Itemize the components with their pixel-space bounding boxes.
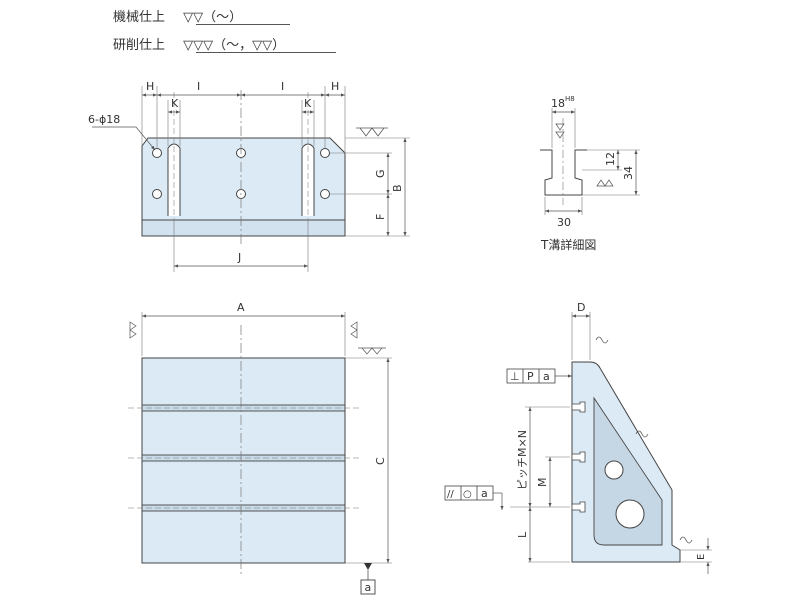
tslot-detail: 18 H8 12 34 30 <box>540 95 640 229</box>
wave-finish-icon <box>679 536 693 544</box>
tslot-width-tol: H8 <box>565 95 575 103</box>
dim-A: A <box>237 301 245 314</box>
dim-K-right: K <box>304 97 312 110</box>
hole-icon <box>320 189 330 199</box>
machine-finish-underline <box>196 24 290 25</box>
front-base <box>141 219 346 237</box>
grind-finish-underline <box>196 52 336 53</box>
par-datum: a <box>481 487 488 500</box>
datum-box <box>360 579 376 595</box>
tslot-caption: T溝詳細図 <box>541 238 597 252</box>
machine-finish-symbol: ▽▽（〜） <box>183 10 243 25</box>
finish-mark-icon <box>356 127 388 137</box>
dim-pitch: ピッチM×N <box>516 430 529 490</box>
finish-mark-icon <box>555 123 614 187</box>
front-view: H I I H K K 6-ϕ18 G F B <box>88 80 410 272</box>
dim-I-right: I <box>281 80 284 93</box>
hole-spec-label: 6-ϕ18 <box>88 113 120 126</box>
side-tslot-notches <box>571 401 586 513</box>
parallelism-frame: // ○ a <box>444 485 504 510</box>
datum-triangle-icon <box>364 563 372 570</box>
dim-E: E <box>696 554 707 560</box>
dim-B: B <box>391 184 404 192</box>
perp-datum: a <box>543 370 550 383</box>
wave-finish-icon <box>635 430 649 438</box>
dim-K-left: K <box>171 97 179 110</box>
tslot-dim-34: 34 <box>622 166 635 180</box>
perp-tolerance: P <box>527 370 534 383</box>
hole-icon <box>152 189 162 199</box>
hole-icon <box>152 148 162 158</box>
dim-H-right: H <box>331 80 339 93</box>
wave-finish-icon <box>595 336 609 344</box>
grind-finish-label: 研削仕上 <box>113 38 166 53</box>
machine-finish-note: 機械仕上 ▽▽（〜） <box>113 6 242 25</box>
perpendicularity-frame: ⊥ P a <box>506 368 572 384</box>
tslot-dim-30: 30 <box>557 216 571 229</box>
dim-J: J <box>237 251 241 264</box>
dim-M: M <box>536 478 549 488</box>
plan-view: A C a <box>128 301 392 595</box>
dim-H-left: H <box>146 80 154 93</box>
tslot-dim-12: 12 <box>604 152 617 166</box>
side-hole-upper <box>604 460 624 480</box>
machine-finish-label: 機械仕上 <box>113 10 166 25</box>
front-slot-right <box>301 143 315 216</box>
finish-mark-icon <box>129 321 386 355</box>
tslot-width: 18 <box>551 97 565 110</box>
dim-I-left: I <box>197 80 200 93</box>
datum-label: a <box>365 581 372 594</box>
side-view: D ⊥ P a // ○ a <box>444 301 712 574</box>
tslot-profile <box>540 149 587 196</box>
par-symbol: // <box>447 489 454 500</box>
perp-symbol: ⊥ <box>510 370 520 383</box>
dim-F: F <box>374 214 387 220</box>
dim-L: L <box>516 531 529 538</box>
dim-C: C <box>374 457 387 465</box>
side-web-cutout <box>593 396 663 546</box>
dim-G: G <box>374 169 387 178</box>
par-circle: ○ <box>463 489 472 500</box>
dim-D: D <box>577 301 585 314</box>
grind-finish-symbol: ▽▽▽（〜，▽▽） <box>183 38 286 53</box>
grind-finish-note: 研削仕上 ▽▽▽（〜，▽▽） <box>113 34 285 53</box>
front-slot-left <box>167 143 181 216</box>
side-hole-lower <box>615 499 645 529</box>
hole-icon <box>320 148 330 158</box>
